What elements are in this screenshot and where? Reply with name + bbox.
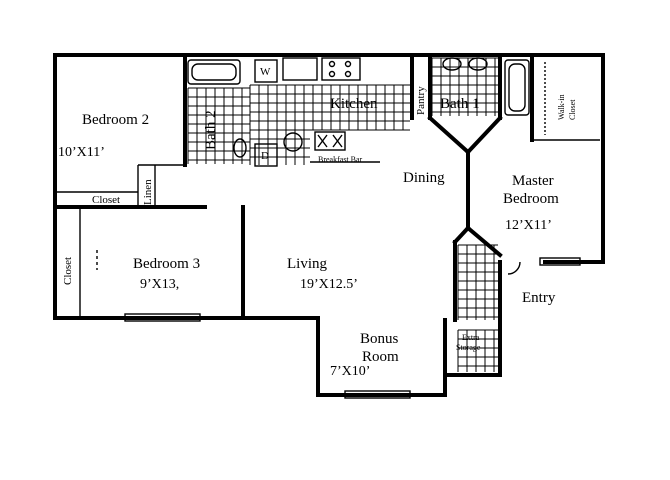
bedroom2-dims: 10’X11’ (58, 145, 105, 160)
kitchen-name: Kitchen (330, 96, 378, 112)
bath2-label: Bath 2 (203, 110, 219, 150)
walk-in-closet-line1: Walk-in (557, 94, 566, 120)
tile-areas (187, 57, 498, 372)
extra-storage-line2: Storage (456, 343, 481, 352)
area-labels: Bath 2 Bath 1 Pantry Walk-in Closet Clos… (62, 66, 577, 352)
living-name: Living (287, 256, 327, 272)
living-dims: 19’X12.5’ (300, 277, 358, 292)
master-name-line1: Master (512, 173, 554, 189)
bedroom3-dims: 9’X13, (140, 277, 179, 292)
closet-b3-label: Closet (62, 257, 74, 285)
walls (53, 53, 605, 397)
closet-b2-label: Closet (92, 194, 120, 206)
washer-label: W (260, 66, 271, 78)
dryer-label: D (261, 150, 269, 162)
walk-in-closet-line2: Closet (568, 99, 577, 120)
entry-label: Entry (522, 290, 556, 306)
room-labels: Bedroom 2 10’X11’ Bedroom 3 9’X13, Livin… (58, 96, 559, 379)
bedroom2-name: Bedroom 2 (82, 112, 149, 128)
dining-name: Dining (403, 170, 445, 186)
pantry-label: Pantry (415, 86, 427, 115)
bonus-name-line1: Bonus (360, 331, 399, 347)
extra-storage-line1: Extra (462, 333, 480, 342)
master-name-line2: Bedroom (503, 191, 559, 207)
bonus-name-line2: Room (362, 349, 399, 365)
fixtures (124, 57, 581, 399)
linen-label: Linen (142, 179, 154, 205)
bedroom3-name: Bedroom 3 (133, 256, 200, 272)
breakfast-bar-label: Breakfast Bar (318, 155, 363, 164)
bath1-label: Bath 1 (440, 96, 480, 112)
bonus-dims: 7’X10’ (330, 364, 370, 379)
master-dims: 12’X11’ (505, 218, 552, 233)
